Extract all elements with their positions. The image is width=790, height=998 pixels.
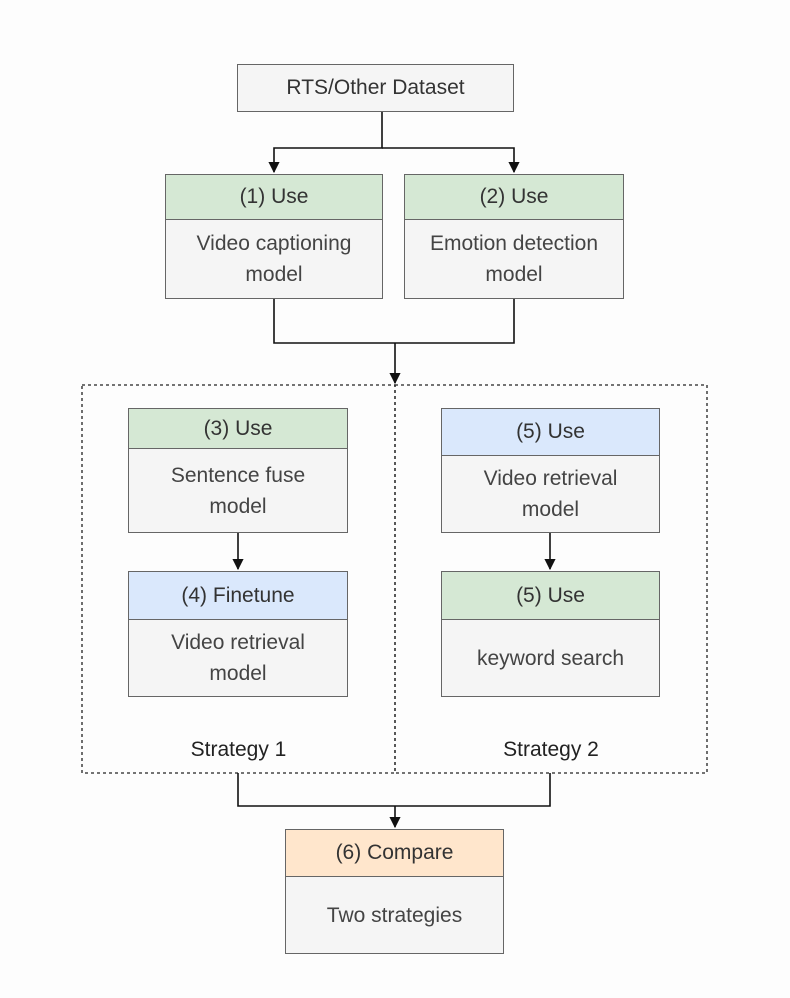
strategy2-label: Strategy 2 — [503, 738, 599, 761]
step6-body: Two strategies — [286, 877, 503, 953]
step4-body-text: Video retrieval model — [171, 631, 305, 685]
step4-header: (4) Finetune — [129, 572, 347, 620]
step5b-header: (5) Use — [442, 572, 659, 620]
step1-body: Video captioning model — [166, 220, 382, 298]
step3-header: (3) Use — [129, 409, 347, 449]
step2-body: Emotion detection model — [405, 220, 623, 298]
step6-header: (6) Compare — [286, 830, 503, 877]
step5a-header: (5) Use — [442, 409, 659, 456]
step1-body-text: Video captioning model — [196, 232, 352, 286]
step1-header: (1) Use — [166, 175, 382, 220]
source-dataset-label: RTS/Other Dataset — [286, 76, 465, 99]
step1-node: (1) Use Video captioning model — [165, 174, 383, 299]
edge-strategies-merge — [237, 773, 551, 807]
step5b-body-text: keyword search — [476, 646, 625, 670]
step4-body: Video retrieval model — [129, 620, 347, 696]
step2-node: (2) Use Emotion detection model — [404, 174, 624, 299]
step2-header: (2) Use — [405, 175, 623, 220]
edge-source-step2 — [382, 147, 520, 174]
step6-body-text: Two strategies — [326, 903, 463, 927]
step3-body-text: Sentence fuse model — [170, 463, 306, 518]
step4-node: (4) Finetune Video retrieval model — [128, 571, 348, 697]
edge-merge-strategies — [273, 299, 515, 344]
step5b-node: (5) Use keyword search — [441, 571, 660, 697]
source-dataset-node: RTS/Other Dataset — [237, 64, 514, 112]
step5a-node: (5) Use Video retrieval model — [441, 408, 660, 533]
step6-node: (6) Compare Two strategies — [285, 829, 504, 954]
step2-body-text: Emotion detection model — [429, 232, 599, 286]
strategy1-label: Strategy 1 — [190, 738, 287, 761]
step5a-body: Video retrieval model — [442, 456, 659, 532]
strategy2-container — [394, 384, 708, 774]
edge-source-split — [268, 112, 383, 174]
step5b-body: keyword search — [442, 620, 659, 696]
step3-node: (3) Use Sentence fuse model — [128, 408, 348, 533]
step5a-body-text: Video retrieval model — [483, 467, 618, 521]
step3-body: Sentence fuse model — [129, 449, 347, 532]
